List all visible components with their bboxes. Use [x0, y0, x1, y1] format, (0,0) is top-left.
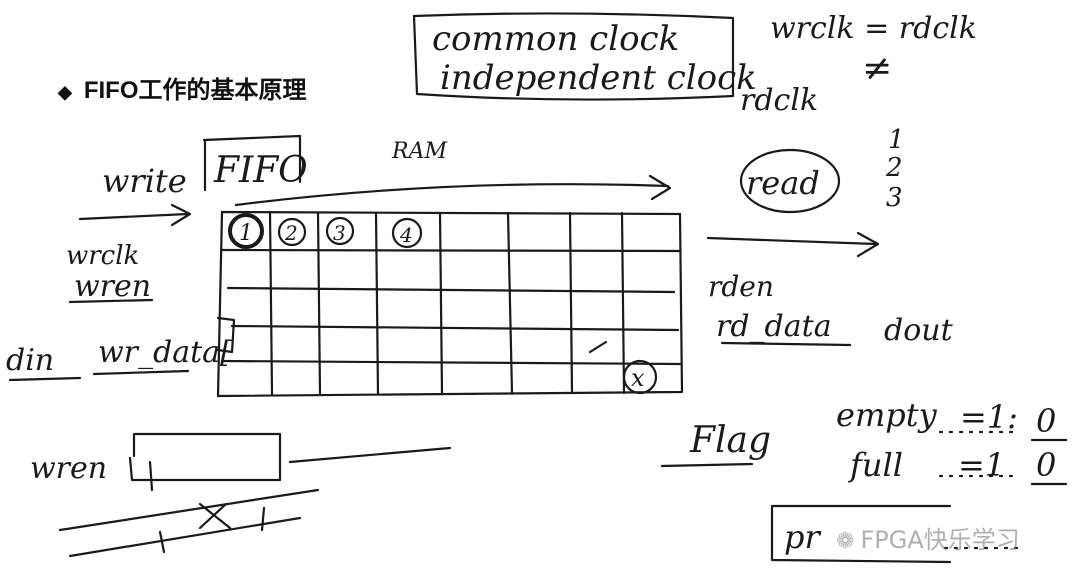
clock-box-line2: independent clock — [440, 58, 757, 98]
cell-2: 2 — [284, 221, 298, 245]
wrdata-label: wr_data[ — [98, 335, 232, 370]
din-underline — [8, 376, 82, 382]
read-step-1: 1 — [888, 125, 905, 155]
cell-circle — [622, 359, 658, 395]
ram-grid-col — [438, 211, 444, 395]
ram-grid-col — [620, 211, 626, 395]
read-step-3: 3 — [886, 183, 903, 213]
wrclk-label: wrclk — [66, 241, 139, 271]
ram-grid-col — [568, 211, 574, 395]
clock-relation-top: wrclk = rdclk — [770, 11, 977, 46]
wren-pulse-tick — [148, 460, 154, 492]
data-x-mark — [198, 502, 232, 530]
cell-1: 1 — [239, 221, 253, 246]
partial-box — [770, 504, 952, 564]
clock-relation-neq: ≠ — [862, 48, 892, 89]
ram-grid-col — [374, 211, 380, 396]
read-step-2: 2 — [885, 153, 903, 183]
ram-grid-row — [230, 324, 680, 332]
read-label: read — [746, 164, 820, 202]
ram-grid-col — [506, 211, 514, 395]
din-label: din — [6, 343, 54, 378]
flag-title: Flag — [689, 420, 771, 461]
ram-grid-row — [220, 359, 682, 366]
clock-box-line1: common clock — [432, 19, 679, 59]
ram-grid-row — [226, 286, 676, 294]
data-bus-top — [58, 488, 320, 532]
ram-grid-col — [268, 210, 274, 396]
data-bus-tick — [158, 530, 166, 554]
grid-tick — [588, 340, 608, 354]
read-oval — [739, 148, 841, 214]
cell-last: x — [631, 364, 645, 392]
fifo-label: FIFO — [213, 150, 308, 191]
rddata-underline — [720, 341, 852, 347]
flag-full-name: full — [848, 446, 903, 484]
write-label: write — [102, 162, 187, 200]
rddata-label: rd_data — [716, 309, 832, 344]
wren-waveform — [128, 432, 452, 482]
wren-label: wren — [74, 269, 151, 304]
flag-full-val: 0 — [1036, 446, 1056, 484]
ram-label: RAM — [391, 139, 447, 164]
cell-circle — [228, 213, 264, 249]
flag-dotted — [938, 430, 1027, 550]
flag-empty-name: empty — [836, 396, 938, 434]
diamond-bullet-icon: ◆ — [58, 82, 72, 102]
watermark: ❁FPGA快乐学习 — [836, 520, 1020, 555]
wrdata-bracket — [216, 316, 236, 354]
fifo-box-outline — [202, 134, 302, 192]
timing-wren-label: wren — [30, 451, 107, 486]
cell-4: 4 — [399, 223, 413, 247]
ram-grid-row — [220, 248, 682, 253]
flag-empty-op: =1: — [960, 398, 1018, 436]
ram-arrow — [234, 174, 672, 207]
cell-circle — [325, 216, 355, 246]
wrdata-underline — [92, 369, 190, 376]
flag-underline — [660, 462, 754, 468]
flag-full-op: =1 — [958, 446, 1005, 484]
cell-3: 3 — [333, 221, 346, 245]
dout-label: dout — [884, 313, 954, 348]
ram-grid-outline — [216, 210, 684, 398]
clock-box — [412, 12, 735, 101]
write-arrow — [78, 203, 192, 227]
read-arrow — [706, 231, 880, 258]
ram-grid-col — [316, 211, 322, 396]
flag-partial: pr — [784, 518, 821, 556]
slide-title-text: FIFO工作的基本原理 — [83, 77, 307, 104]
cell-circle — [391, 217, 423, 249]
clock-relation-bottom: rdclk — [740, 83, 818, 118]
data-bus-tick — [260, 506, 266, 532]
cell-circle — [277, 217, 307, 247]
flag-empty-val: 0 — [1036, 402, 1056, 440]
wren-underline — [68, 298, 154, 304]
slide-title: ◆ FIFO工作的基本原理 — [58, 70, 307, 105]
wechat-icon: ❁ — [836, 529, 855, 554]
watermark-text: FPGA快乐学习 — [860, 526, 1020, 554]
rden-label: rden — [708, 270, 774, 303]
